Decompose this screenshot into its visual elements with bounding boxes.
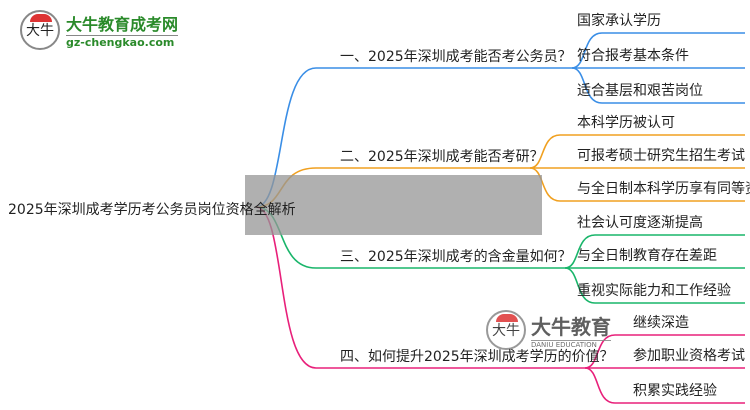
branch-node: 四、如何提升2025年深圳成考学历的价值？ [340, 349, 614, 365]
leaf-connector [529, 134, 745, 169]
logo-brand-name: 大牛教育成考网 [66, 15, 179, 34]
watermark-text: 大牛教育 [531, 315, 611, 339]
branch-node: 二、2025年深圳成考能否考研？ [340, 149, 544, 165]
branch-node: 三、2025年深圳成考的含金量如何？ [340, 249, 572, 265]
gray-overlay [245, 175, 542, 235]
leaf-node: 符合报考基本条件 [577, 48, 689, 64]
root-node: 2025年深圳成考学历考公务员岗位资格全解析 [8, 202, 296, 218]
leaf-node: 与全日制教育存在差距 [577, 248, 717, 264]
logo-badge-icon: 大牛 [20, 10, 60, 50]
branch-node: 一、2025年深圳成考能否考公务员？ [340, 49, 572, 65]
leaf-connector [571, 67, 745, 104]
leaf-node: 可报考硕士研究生招生考试 [577, 148, 745, 164]
leaf-connector [584, 334, 745, 369]
logo-url: gz-chengkao.com [66, 35, 179, 49]
leaf-connector [564, 234, 745, 269]
leaf-connector [564, 267, 745, 304]
leaf-connector [529, 167, 745, 202]
site-logo[interactable]: 大牛 大牛教育成考网 gz-chengkao.com [20, 10, 179, 50]
leaf-node: 国家承认学历 [577, 13, 661, 29]
watermark-subtext: DANIU EDUCATION [531, 340, 611, 349]
leaf-node: 本科学历被认可 [577, 115, 675, 131]
leaf-node: 继续深造 [633, 315, 689, 331]
leaf-connector [571, 32, 745, 69]
leaf-node: 社会认可度逐渐提高 [577, 215, 703, 231]
watermark-badge-icon: 大牛 [486, 310, 526, 350]
leaf-node: 重视实际能力和工作经验 [577, 283, 731, 299]
leaf-node: 与全日制本科学历享有同等资格 [577, 181, 750, 197]
leaf-node: 积累实践经验 [633, 383, 717, 399]
watermark-logo: 大牛 大牛教育 DANIU EDUCATION [486, 310, 611, 350]
leaf-node: 参加职业资格考试 [633, 348, 745, 364]
leaf-node: 适合基层和艰苦岗位 [577, 83, 703, 99]
leaf-connector [584, 367, 745, 404]
